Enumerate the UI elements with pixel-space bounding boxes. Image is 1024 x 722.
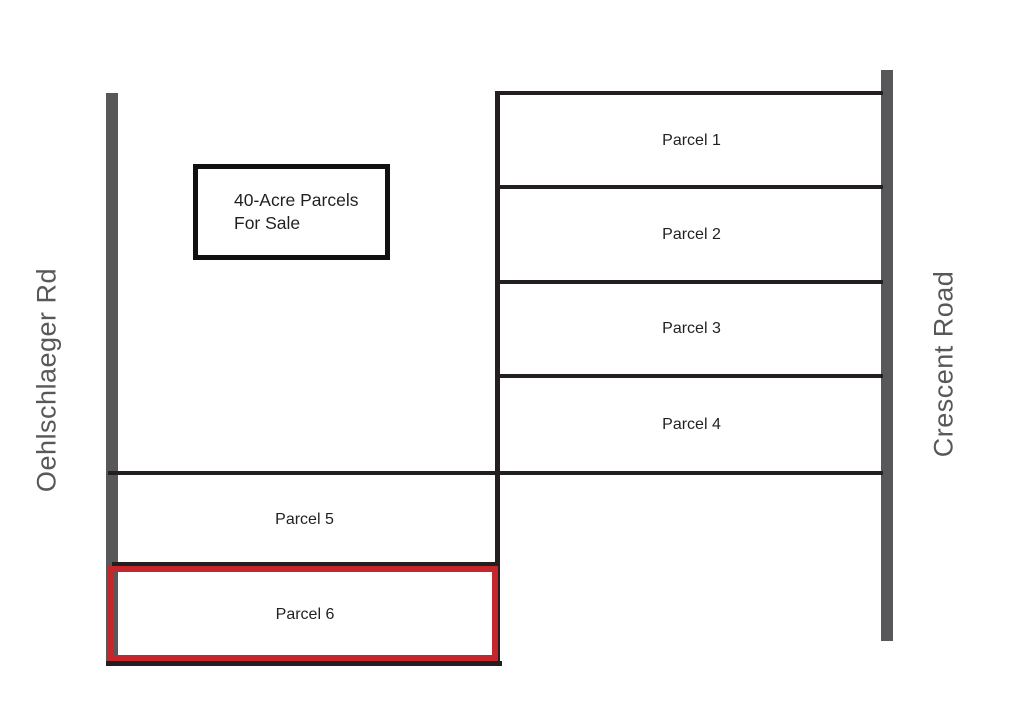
parcel-4-label: Parcel 4 (662, 415, 721, 433)
parcel-boundary-vertical-line (495, 91, 500, 666)
oehlschlaeger-road-line (106, 93, 118, 666)
parcel-5-bottom-boundary-line (112, 562, 497, 566)
parcel-5-label: Parcel 5 (275, 510, 334, 528)
parcel-1-region: Parcel 1 (497, 93, 886, 188)
oehlschlaeger-road-label: Oehlschlaeger Rd (31, 267, 62, 493)
parcel-5-region: Parcel 5 (112, 475, 497, 564)
parcel-4-region: Parcel 4 (497, 376, 886, 473)
title-line-2: For Sale (234, 213, 301, 233)
parcel-1-top-boundary-line (497, 91, 883, 95)
crescent-road-label: Crescent Road (928, 270, 959, 458)
crescent-road-line (881, 70, 893, 641)
parcel-3-4-boundary-line (497, 374, 883, 378)
parcel-2-label: Parcel 2 (662, 226, 721, 243)
parcel-3-region: Parcel 3 (497, 282, 886, 376)
parcel-4-bottom-full-width-boundary-line (108, 471, 883, 475)
parcel-2-3-boundary-line (497, 280, 883, 284)
parcel-1-label: Parcel 1 (662, 131, 721, 149)
title-box: 40-Acre Parcels For Sale (193, 164, 390, 260)
parcel-2-region: Parcel 2 (497, 188, 886, 282)
parcel-1-2-boundary-line (497, 185, 883, 189)
parcel-6-label: Parcel 6 (275, 605, 335, 623)
parcel-6-region: Parcel 6 (113, 572, 497, 657)
title-line-1: 40-Acre Parcels (234, 189, 359, 210)
parcel-6-bottom-boundary-line (106, 661, 502, 666)
parcel-3-label: Parcel 3 (662, 320, 721, 337)
parcel-6-highlight-outline (107, 566, 498, 661)
